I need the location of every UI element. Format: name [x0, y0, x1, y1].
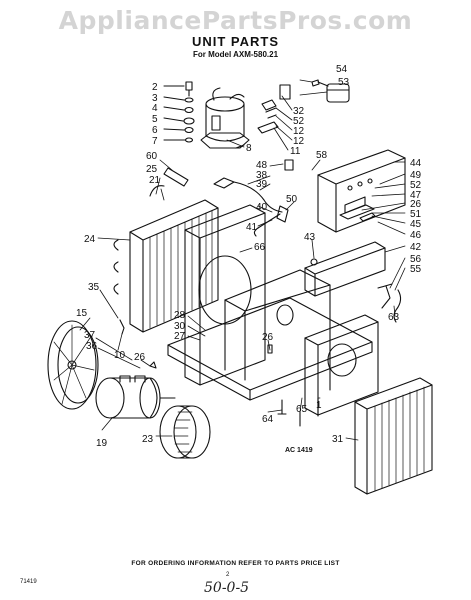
callout-26-left: 26 — [134, 352, 146, 363]
diagram-title: UNIT PARTS — [191, 34, 280, 49]
callout-48: 48 — [256, 160, 268, 171]
callout-40: 40 — [256, 202, 268, 213]
handwritten-note: 50-0-5 — [204, 580, 250, 596]
callout-6: 6 — [152, 125, 158, 136]
callout-15: 15 — [76, 308, 88, 319]
capacitor-bracket — [257, 84, 291, 134]
callout-12: 12 — [293, 136, 305, 147]
callout-26-center: 26 — [262, 332, 274, 343]
hardware-parts — [119, 319, 319, 427]
wire-harness — [213, 159, 294, 213]
callout-5: 5 — [152, 114, 158, 125]
callout-26-right: 26 — [410, 199, 422, 210]
callout-35: 35 — [88, 282, 100, 293]
screw-washer-stack — [163, 81, 195, 143]
callout-32: 32 — [293, 106, 305, 117]
blower-wheel — [47, 320, 99, 410]
callout-47: 47 — [410, 190, 422, 201]
callout-50: 50 — [286, 194, 298, 205]
callout-4: 4 — [152, 103, 158, 114]
control-box — [317, 149, 406, 233]
base-pan — [167, 269, 373, 401]
callout-30: 30 — [174, 321, 186, 332]
callout-49: 49 — [410, 170, 422, 181]
callout-11: 11 — [290, 146, 301, 157]
callout-labels: 2 3 4 5 6 7 8 32 52 12 12 11 54 53 60 25… — [76, 64, 422, 449]
callout-53: 53 — [338, 77, 350, 88]
callout-65: 65 — [296, 404, 308, 415]
callout-42: 42 — [410, 242, 422, 253]
callout-46: 46 — [410, 230, 422, 241]
leader-lines — [79, 79, 406, 441]
condenser-coil — [354, 377, 433, 495]
fan-motor — [95, 375, 176, 419]
callout-2: 2 — [152, 82, 158, 93]
callout-27: 27 — [174, 331, 186, 342]
capillary-tube — [163, 167, 189, 187]
callout-56: 56 — [410, 254, 422, 265]
callout-38: 38 — [256, 170, 268, 181]
callout-37: 37 — [84, 330, 96, 341]
callout-1: 1 — [316, 400, 322, 411]
callout-60: 60 — [146, 151, 158, 162]
callout-66: 66 — [254, 242, 266, 253]
condenser-fan — [159, 405, 211, 459]
callout-19: 19 — [96, 438, 108, 449]
callout-43: 43 — [304, 232, 316, 243]
sheet-code: 71419 — [20, 579, 37, 585]
callout-55: 55 — [410, 264, 422, 275]
callout-45: 45 — [410, 219, 422, 230]
evaporator-coil — [113, 185, 219, 333]
page-number: 2 — [226, 572, 230, 578]
callout-36: 36 — [86, 341, 98, 352]
rear-panel — [304, 314, 379, 416]
callout-41: 41 — [246, 222, 258, 233]
callout-12-lower: 12 — [293, 126, 305, 137]
capacitor — [311, 79, 350, 103]
callout-39: 39 — [256, 179, 268, 190]
callout-52-lower: 52 — [410, 180, 422, 191]
callout-3: 3 — [152, 93, 158, 104]
callout-52-upper: 52 — [293, 116, 305, 127]
callout-31: 31 — [332, 434, 344, 445]
callout-54: 54 — [336, 64, 348, 75]
callout-63: 63 — [388, 312, 400, 323]
callout-24: 24 — [84, 234, 96, 245]
callout-64: 64 — [262, 414, 274, 425]
callout-28: 28 — [174, 310, 186, 321]
callout-21: 21 — [149, 175, 161, 186]
compressor — [200, 87, 250, 149]
callout-51: 51 — [410, 209, 422, 220]
callout-44: 44 — [410, 158, 422, 169]
callout-25: 25 — [146, 164, 158, 175]
art-code: AC 1419 — [285, 447, 313, 454]
support-bracket — [377, 283, 402, 323]
callout-8: 8 — [246, 143, 252, 154]
diagram-subtitle: For Model AXM-580.21 — [192, 50, 279, 59]
callout-7: 7 — [152, 136, 158, 147]
ordering-note: FOR ORDERING INFORMATION REFER TO PARTS … — [131, 560, 340, 567]
callout-23: 23 — [142, 434, 154, 445]
callout-58: 58 — [316, 150, 328, 161]
callout-10: 10 — [114, 350, 126, 361]
watermark-logo: AppliancePartsPros.com — [58, 6, 413, 35]
drain-pan — [304, 241, 386, 297]
